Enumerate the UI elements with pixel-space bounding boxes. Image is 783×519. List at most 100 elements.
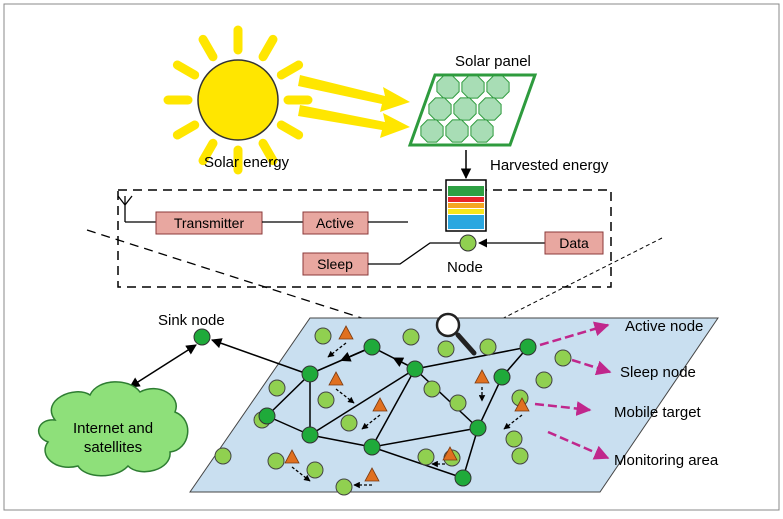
active-node <box>363 338 381 356</box>
network-link <box>371 368 416 448</box>
transmitter-box: Transmitter <box>155 211 263 235</box>
sleep-node <box>479 338 497 356</box>
panel-cell <box>420 119 444 143</box>
mobile-target <box>442 446 458 461</box>
data-label: Data <box>559 235 589 251</box>
transmitter-label: Transmitter <box>174 215 245 231</box>
sleep-node <box>214 447 232 465</box>
sleep-node <box>437 340 455 358</box>
sleep-node <box>505 430 523 448</box>
sleep-node <box>335 478 353 496</box>
panel-cell <box>428 97 452 121</box>
network-link <box>477 376 503 429</box>
sleep-label: Sleep <box>317 256 353 272</box>
sun-ray <box>258 138 278 166</box>
solar-panel <box>407 73 538 147</box>
target-movement-arrows <box>291 342 523 489</box>
harvested-energy-label: Harvested energy <box>490 157 609 174</box>
network-to-sink-arrow <box>211 338 303 373</box>
mobile-target <box>474 369 490 384</box>
network-link <box>371 446 464 479</box>
panel-cell <box>470 119 494 143</box>
legend-arrow-target <box>534 401 592 416</box>
network-link <box>371 427 479 448</box>
network-link <box>414 368 479 429</box>
sleep-node <box>317 391 335 409</box>
sleep-node <box>535 371 553 389</box>
node-label: Node <box>447 259 483 276</box>
sun-ray <box>198 34 218 62</box>
sleep-node <box>423 380 441 398</box>
active-node <box>469 419 487 437</box>
antenna-icon <box>117 195 156 223</box>
sun-ray <box>276 60 304 80</box>
panel-cell <box>436 75 460 99</box>
sun-ray <box>172 60 200 80</box>
active-nodes <box>258 338 537 487</box>
active-node <box>519 338 537 356</box>
mobile-target <box>328 371 344 386</box>
sink-cloud-link <box>129 344 197 388</box>
network-link <box>309 434 373 448</box>
sleep-node <box>314 327 332 345</box>
node-sleep-link <box>368 242 460 265</box>
network-link <box>462 427 479 479</box>
network-link <box>309 368 416 436</box>
active-box: Active <box>302 211 369 235</box>
sleep-node <box>340 414 358 432</box>
sun-ray <box>276 120 304 140</box>
sun-ray <box>258 34 278 62</box>
active-label: Active <box>316 215 354 231</box>
network-link <box>266 373 311 417</box>
sleep-node <box>306 461 324 479</box>
panel-cell <box>486 75 510 99</box>
cloud-line1-label: Internet and <box>73 420 153 437</box>
legend-active-node: Active node <box>625 318 703 335</box>
sleep-nodes <box>214 327 572 496</box>
active-node <box>301 426 319 444</box>
sleep-node <box>417 448 435 466</box>
legend-mobile-target: Mobile target <box>614 404 702 421</box>
network-link <box>414 346 529 370</box>
sun-ray <box>198 138 218 166</box>
active-node <box>454 469 472 487</box>
panel-cell <box>461 75 485 99</box>
sleep-node <box>449 394 467 412</box>
sleep-node <box>402 328 420 346</box>
sleep-box: Sleep <box>302 252 369 276</box>
cloud-line2-label: satellites <box>84 439 142 456</box>
sink-node <box>193 328 211 346</box>
mobile-target <box>284 449 300 464</box>
outer-frame <box>3 3 780 511</box>
legend-arrow-sleep <box>571 358 612 376</box>
target-move-arrow <box>503 414 523 430</box>
active-node <box>363 438 381 456</box>
solar-rays-arrows <box>298 75 410 138</box>
battery-icon <box>445 179 487 232</box>
active-node <box>258 407 276 425</box>
sink-node-label: Sink node <box>158 312 225 329</box>
target-move-arrow <box>327 342 347 358</box>
zoom-line-right <box>453 237 663 344</box>
mobile-target <box>338 325 354 340</box>
panel-cell <box>453 97 477 121</box>
target-move-arrow <box>335 388 355 404</box>
sleep-node <box>511 447 529 465</box>
active-node <box>493 368 511 386</box>
mobile-target <box>514 397 530 412</box>
sleep-node <box>267 452 285 470</box>
mobile-targets <box>284 325 530 482</box>
mobile-target <box>364 467 380 482</box>
solar-energy-label: Solar energy <box>204 154 290 171</box>
sun-icon <box>163 25 313 175</box>
data-box: Data <box>544 231 604 255</box>
target-move-arrow <box>361 414 381 430</box>
sun-ray <box>172 120 200 140</box>
magnifier-icon <box>435 312 477 356</box>
node-detail-box <box>117 189 612 288</box>
active-node <box>406 360 424 378</box>
sleep-node <box>268 379 286 397</box>
legend-arrow-active <box>539 321 610 347</box>
